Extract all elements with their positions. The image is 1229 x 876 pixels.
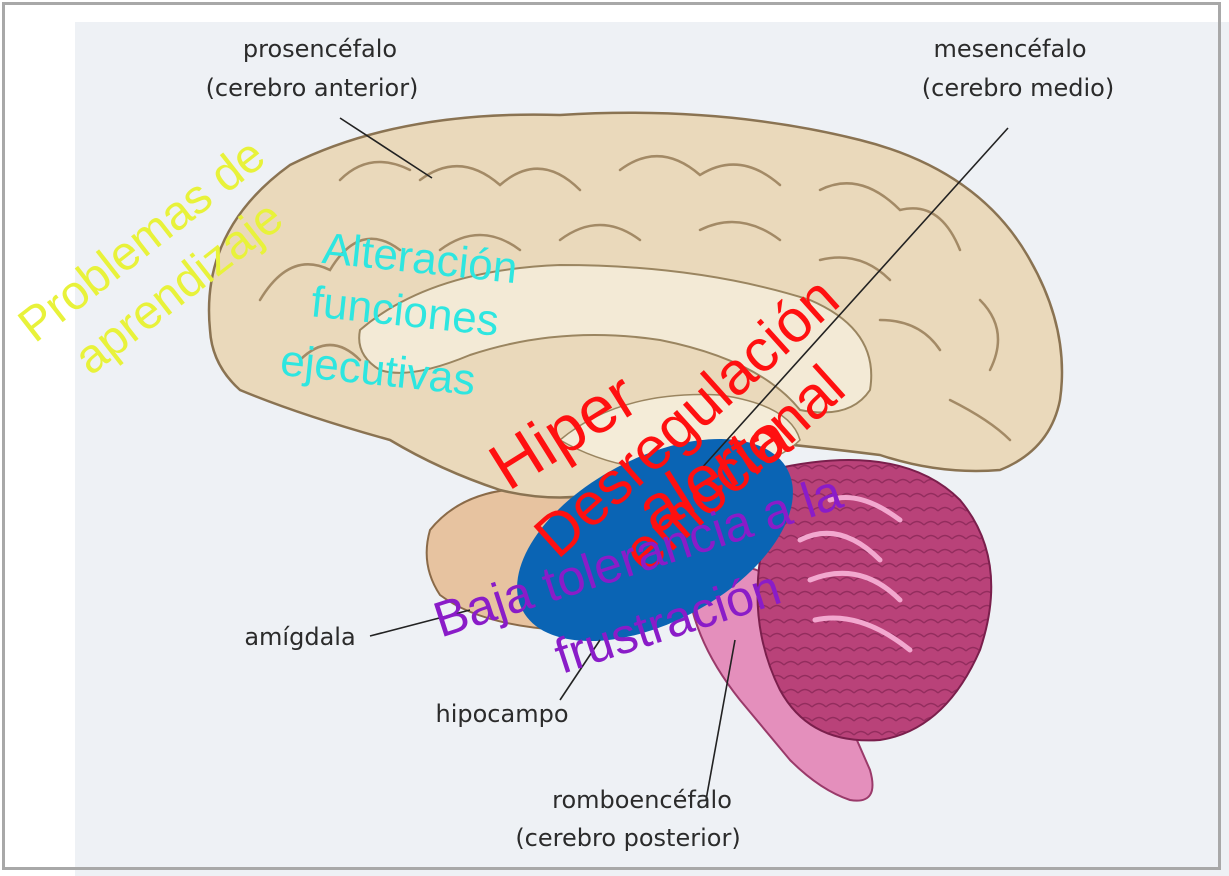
figure-border — [2, 2, 1221, 870]
figure-frame: prosencéfalo (cerebro anterior) mesencéf… — [0, 0, 1229, 876]
